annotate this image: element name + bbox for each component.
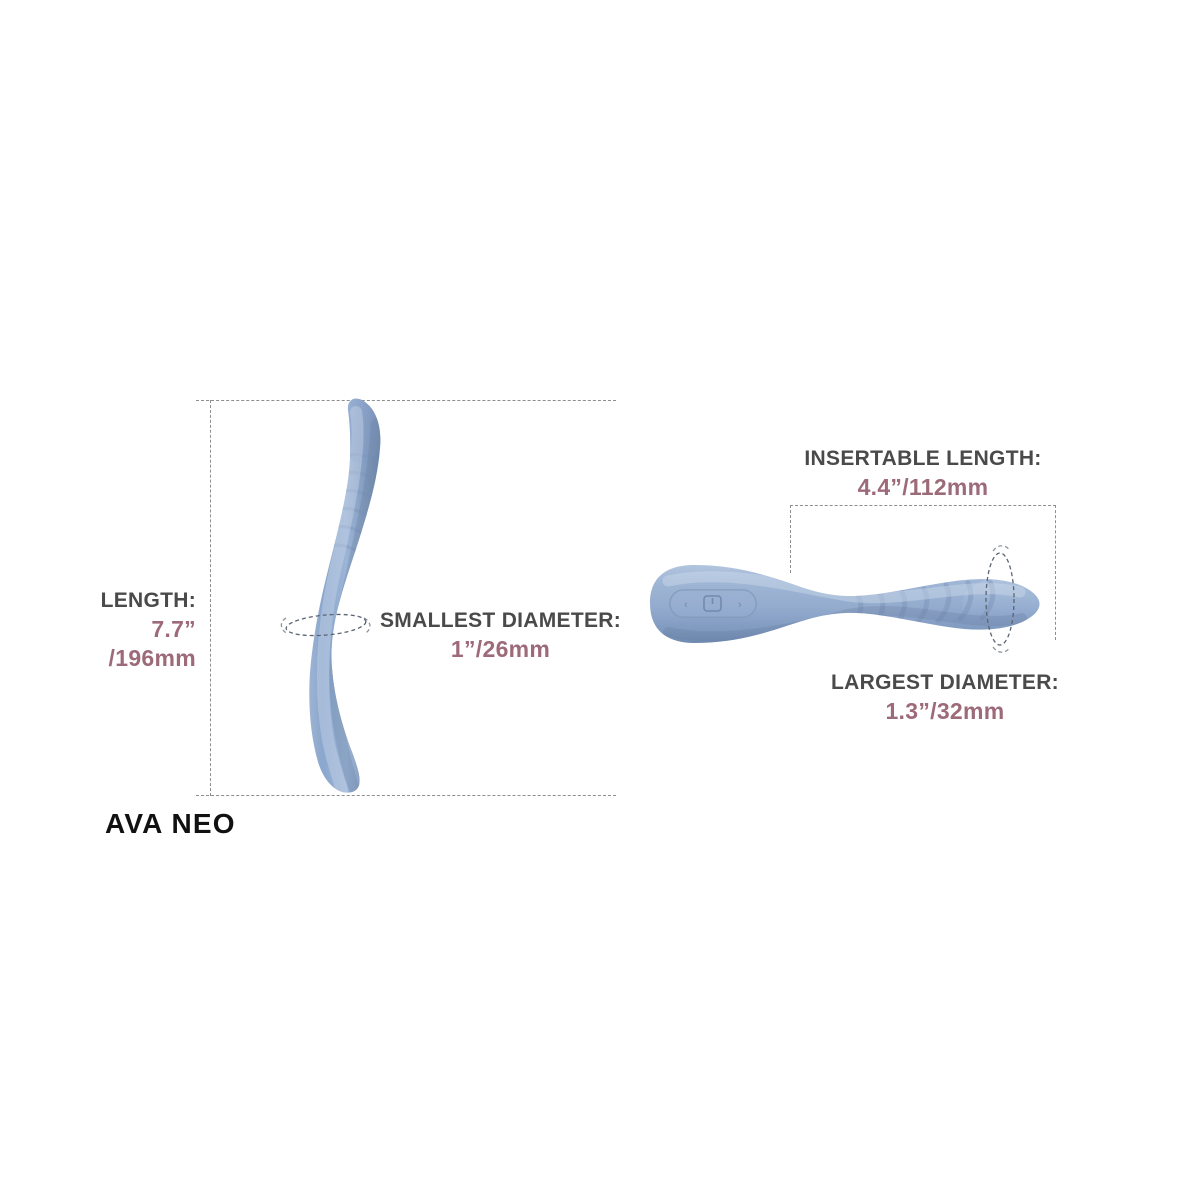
horizontal-product-illustration: ‹ ›	[608, 545, 1058, 658]
insertable-length-measurement-label: INSERTABLE LENGTH: 4.4”/112mm	[700, 446, 1146, 502]
smallest-diameter-label-value: 1”/26mm	[450, 635, 551, 662]
svg-text:‹: ‹	[684, 599, 688, 611]
insertable-length-label-value: 4.4”/112mm	[857, 473, 989, 500]
svg-text:›: ›	[738, 599, 742, 611]
insertable-length-guide-line	[790, 505, 1056, 506]
length-label-inches: 7.7”	[151, 615, 196, 642]
length-bottom-guide-line	[196, 795, 616, 796]
control-panel-group: ‹ ›	[669, 589, 757, 618]
length-dimension-line	[210, 400, 211, 796]
length-top-guide-line	[196, 400, 616, 401]
insertable-length-left-tick	[790, 505, 791, 573]
insertable-length-label-title: INSERTABLE LENGTH:	[804, 447, 1042, 470]
length-measurement-label: LENGTH: 7.7” /196mm	[0, 588, 204, 674]
largest-diameter-label-value: 1.3”/32mm	[885, 697, 1005, 724]
insertable-length-right-tick	[1055, 505, 1056, 640]
smallest-diameter-label-title: SMALLEST DIAMETER:	[380, 609, 622, 632]
smallest-diameter-measurement-label: SMALLEST DIAMETER: 1”/26mm	[380, 608, 621, 664]
largest-diameter-label-title: LARGEST DIAMETER:	[831, 671, 1059, 694]
length-label-title: LENGTH:	[100, 589, 196, 612]
vertical-product-illustration	[280, 396, 420, 796]
largest-diameter-measurement-label: LARGEST DIAMETER: 1.3”/32mm	[720, 670, 1170, 726]
product-name: AVA NEO	[105, 808, 236, 839]
length-label-millimeters: /196mm	[108, 645, 196, 672]
